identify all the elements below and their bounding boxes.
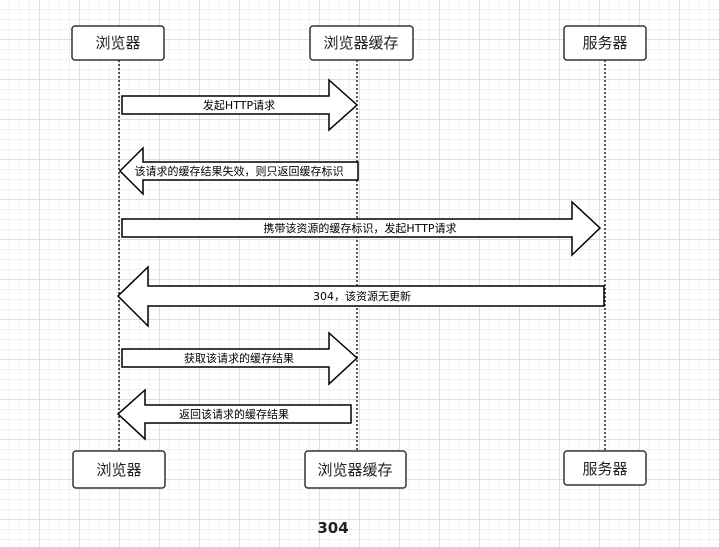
participant-cache-top-label: 浏览器缓存 <box>323 34 398 52</box>
participant-server-top: 服务器 <box>563 25 647 61</box>
message-arrow-5: 获取该请求的缓存结果 <box>121 331 359 386</box>
participant-server-bottom: 服务器 <box>563 450 647 486</box>
participant-browser-top: 浏览器 <box>71 25 165 61</box>
participant-cache-top: 浏览器缓存 <box>309 25 414 61</box>
message-arrow-2: 该请求的缓存结果失效，则只返回缓存标识 <box>118 146 359 196</box>
message-arrow-4: 304，该资源无更新 <box>116 265 605 328</box>
message-label-3: 携带该资源的缓存标识，发起HTTP请求 <box>263 221 456 235</box>
message-arrow-6: 返回该请求的缓存结果 <box>116 388 352 441</box>
message-label-4: 304，该资源无更新 <box>313 289 411 303</box>
participant-server-top-label: 服务器 <box>582 34 627 52</box>
participant-cache-bottom-label: 浏览器缓存 <box>317 461 392 479</box>
participant-browser-bottom-label: 浏览器 <box>96 461 141 479</box>
message-arrow-3: 携带该资源的缓存标识，发起HTTP请求 <box>121 200 602 257</box>
message-label-1: 发起HTTP请求 <box>203 98 275 112</box>
message-label-6: 返回该请求的缓存结果 <box>179 407 289 421</box>
participant-cache-bottom: 浏览器缓存 <box>304 450 407 489</box>
message-label-5: 获取该请求的缓存结果 <box>184 351 294 365</box>
participant-browser-top-label: 浏览器 <box>95 34 140 52</box>
participant-browser-bottom: 浏览器 <box>72 450 166 489</box>
message-label-2: 该请求的缓存结果失效，则只返回缓存标识 <box>135 164 344 178</box>
diagram-caption: 304 <box>317 519 348 537</box>
message-arrow-1: 发起HTTP请求 <box>121 78 359 132</box>
participant-server-bottom-label: 服务器 <box>582 460 627 478</box>
